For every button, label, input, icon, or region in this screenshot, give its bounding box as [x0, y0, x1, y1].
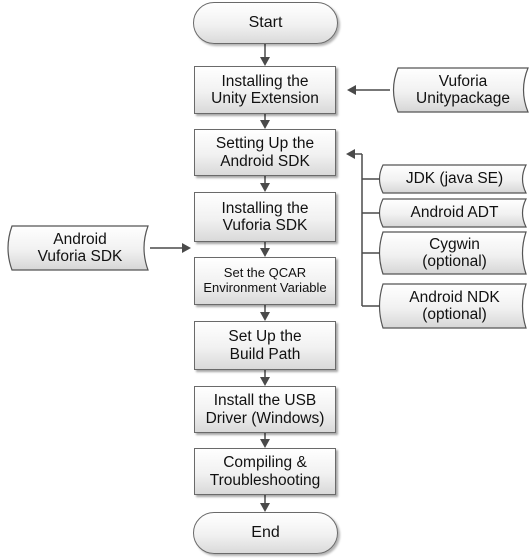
process-compiling-troubleshooting: Compiling & Troubleshooting [194, 448, 336, 495]
main-flow-arrows [260, 44, 270, 512]
input-shape-android-adt [378, 198, 527, 228]
process-install-unity-extension: Installing the Unity Extension [194, 66, 336, 114]
process-setup-android-sdk: Setting Up the Android SDK [194, 129, 336, 176]
input-android-vuforia-sdk: Android Vuforia SDK [37, 230, 123, 265]
process-install-vuforia-sdk: Installing the Vuforia SDK [194, 192, 336, 242]
input-shape-jdk [378, 164, 527, 194]
input-jdk: JDK (java SE) [405, 170, 504, 188]
input-shape-cygwin [378, 231, 527, 275]
input-shape-vuforia-unitypackage [392, 67, 529, 113]
process-set-qcar-env: Set the QCAR Environment Variable [194, 257, 336, 305]
end-node: End [193, 512, 338, 554]
start-node: Start [193, 2, 338, 44]
input-android-ndk: Android NDK (optional) [409, 288, 500, 323]
process-install-usb-driver: Install the USB Driver (Windows) [194, 386, 336, 433]
process-set-build-path: Set Up the Build Path [194, 321, 336, 370]
input-android-adt: Android ADT [410, 204, 499, 222]
input-cygwin: Cygwin (optional) [422, 235, 487, 270]
input-shape-android-vuforia-sdk [7, 225, 149, 271]
input-shape-android-ndk [378, 283, 527, 329]
input-arrows [150, 85, 390, 307]
input-vuforia-unitypackage: Vuforia Unitypackage [416, 72, 510, 107]
